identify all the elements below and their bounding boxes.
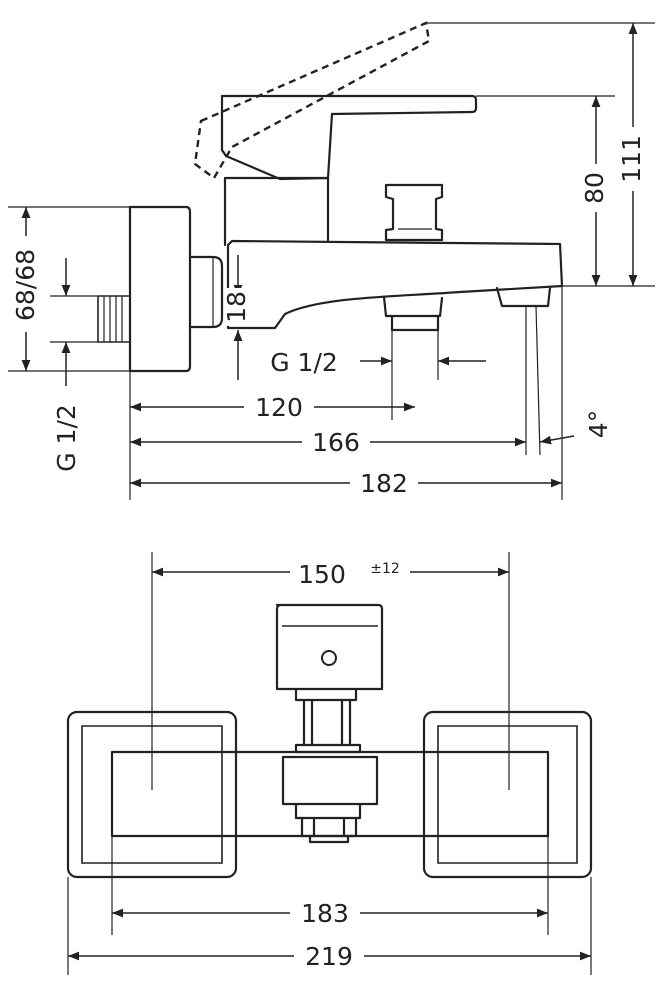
front-view: 150 ±12 183 219 <box>66 552 593 975</box>
diverter-knob <box>384 183 444 242</box>
lever-open-dashed <box>193 21 431 180</box>
right-escutcheon-inner <box>437 725 578 864</box>
dim-219-label: 219 <box>305 942 353 971</box>
mixer-housing <box>223 176 330 247</box>
dim-68-label: 68/68 <box>11 249 40 321</box>
side-escutcheon <box>128 205 192 373</box>
side-view: 68/68 G 1/2 18 G 1/2 120 166 4° <box>8 21 655 500</box>
front-lever-indicator <box>321 650 337 666</box>
dim-111-label: 111 <box>617 135 646 183</box>
dim-166-label: 166 <box>312 428 360 457</box>
lever-handle <box>220 94 478 181</box>
front-center-plate <box>281 755 379 806</box>
inlet-pipe <box>97 295 130 343</box>
dim-80-label: 80 <box>580 172 609 204</box>
dim-angle-label: 4° <box>584 410 613 438</box>
dim-18-label: 18 <box>222 291 251 323</box>
dim-120-label: 120 <box>255 393 303 422</box>
dim-g-outlet-label: G 1/2 <box>270 348 338 377</box>
left-escutcheon-inner <box>81 725 223 864</box>
front-body-bar <box>110 750 550 838</box>
dim-182-label: 182 <box>360 469 408 498</box>
dim-150-tolerance: ±12 <box>370 561 400 577</box>
front-spout-head <box>294 802 362 844</box>
spout-body <box>226 239 564 330</box>
front-lever <box>275 603 384 691</box>
connection-nut <box>188 255 224 329</box>
inlet-pipe-thread <box>103 296 123 342</box>
spout-outlet-shower <box>382 295 444 318</box>
dim-angle-arrow <box>539 435 575 445</box>
dim-g-inlet-label: G 1/2 <box>52 404 81 472</box>
spout-outlet-aerator <box>495 286 552 308</box>
dim-150-label: 150 <box>298 560 346 589</box>
shower-connection <box>390 314 440 332</box>
right-escutcheon <box>422 710 593 879</box>
dim-183-label: 183 <box>301 899 349 928</box>
front-stem <box>294 687 362 754</box>
